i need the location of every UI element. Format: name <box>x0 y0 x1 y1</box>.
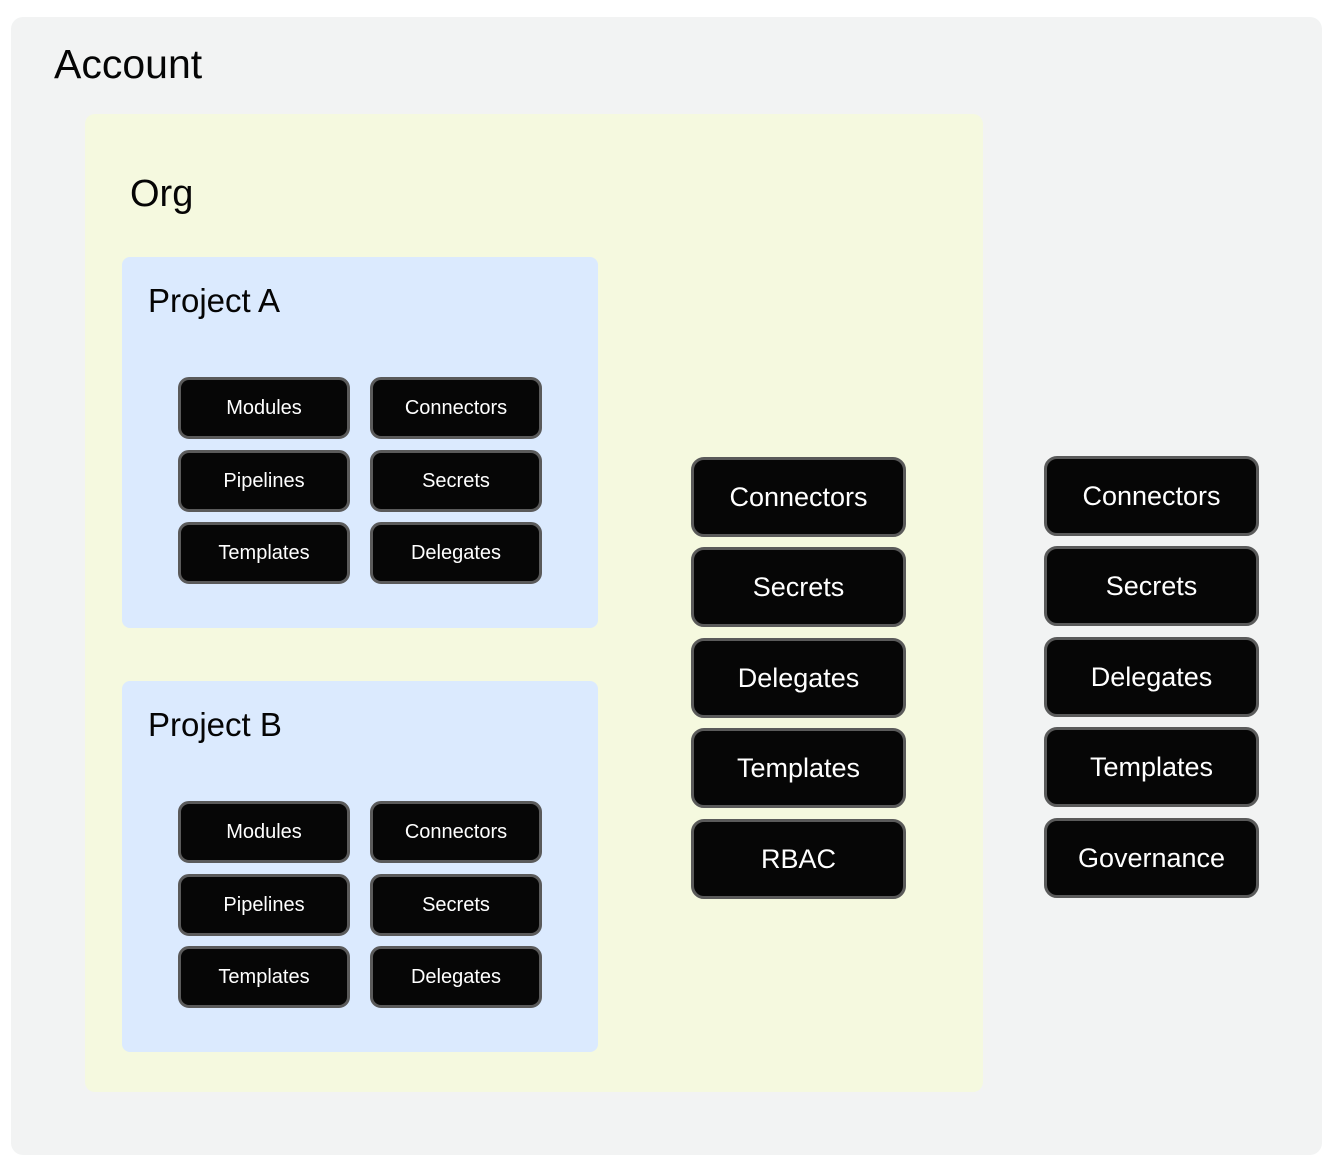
project-b-resource-grid: Modules Connectors Pipelines Secrets Tem… <box>178 801 548 1020</box>
project-a-resource-modules[interactable]: Modules <box>178 377 350 439</box>
account-resource-secrets[interactable]: Secrets <box>1044 546 1259 626</box>
project-b-resource-delegates[interactable]: Delegates <box>370 946 542 1008</box>
org-resource-rbac[interactable]: RBAC <box>691 819 906 899</box>
org-scope-title: Org <box>130 173 194 215</box>
project-a-resource-secrets[interactable]: Secrets <box>370 450 542 512</box>
project-b-resource-templates[interactable]: Templates <box>178 946 350 1008</box>
account-resource-delegates[interactable]: Delegates <box>1044 637 1259 717</box>
org-resource-templates[interactable]: Templates <box>691 728 906 808</box>
project-b-resource-secrets[interactable]: Secrets <box>370 874 542 936</box>
project-a-resource-templates[interactable]: Templates <box>178 522 350 584</box>
org-resource-delegates[interactable]: Delegates <box>691 638 906 718</box>
org-resource-connectors[interactable]: Connectors <box>691 457 906 537</box>
project-a-resource-delegates[interactable]: Delegates <box>370 522 542 584</box>
project-b-scope-container: Project B Modules Connectors Pipelines S… <box>122 681 598 1052</box>
project-b-resource-pipelines[interactable]: Pipelines <box>178 874 350 936</box>
project-b-resource-modules[interactable]: Modules <box>178 801 350 863</box>
project-a-scope-title: Project A <box>148 282 281 319</box>
project-b-resource-connectors[interactable]: Connectors <box>370 801 542 863</box>
project-a-scope-container: Project A Modules Connectors Pipelines S… <box>122 257 598 628</box>
org-resource-secrets[interactable]: Secrets <box>691 547 906 627</box>
account-scope-title: Account <box>54 41 203 87</box>
account-resource-templates[interactable]: Templates <box>1044 727 1259 807</box>
project-a-resource-connectors[interactable]: Connectors <box>370 377 542 439</box>
account-scope-container: Account Org Project A Modules Connectors… <box>11 17 1322 1155</box>
project-b-scope-title: Project B <box>148 706 282 743</box>
account-resource-governance[interactable]: Governance <box>1044 818 1259 898</box>
project-a-resource-grid: Modules Connectors Pipelines Secrets Tem… <box>178 377 548 596</box>
project-a-resource-pipelines[interactable]: Pipelines <box>178 450 350 512</box>
account-resource-connectors[interactable]: Connectors <box>1044 456 1259 536</box>
